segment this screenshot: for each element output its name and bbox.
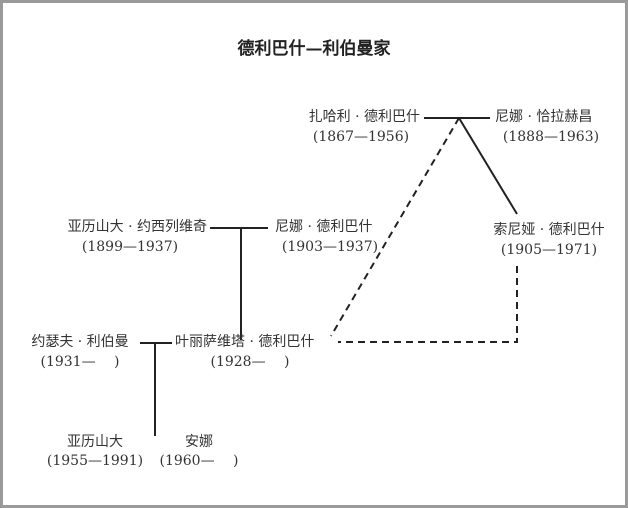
person-years-nina-chalahechang: (1888—1963) [502, 129, 600, 145]
diagram-title: 德利巴什—利伯曼家 [237, 39, 391, 59]
person-years-alexander-yosi: (1899—1937) [81, 239, 179, 255]
person-name-alexander: 亚历山大 [67, 434, 123, 450]
person-years-zahari: (1867—1956) [312, 129, 410, 145]
person-name-joseph: 约瑟夫 · 利伯曼 [31, 334, 129, 350]
person-name-anna: 安娜 [185, 434, 213, 450]
person-name-elisaveta: 叶丽萨维塔 · 德利巴什 [175, 334, 315, 350]
dashed-line-elisaveta-sonia [338, 266, 518, 343]
child-line-sonia [458, 117, 518, 215]
person-name-nina-delibash: 尼娜 · 德利巴什 [275, 219, 373, 235]
person-name-zahari: 扎哈利 · 德利巴什 [308, 109, 420, 125]
person-years-nina-delibash: (1903—1937) [281, 239, 379, 255]
person-years-anna: (1960— ) [159, 453, 239, 469]
person-years-elisaveta: (1928— ) [210, 354, 290, 370]
person-name-alexander-yosi: 亚历山大 · 约西列维奇 [67, 219, 207, 235]
person-years-sonia: (1905—1971) [500, 242, 598, 258]
person-name-sonia: 索尼娅 · 德利巴什 [493, 222, 605, 238]
dashed-line-elisaveta-zahari [330, 117, 460, 337]
person-name-nina-chalahechang: 尼娜 · 恰拉赫昌 [495, 109, 593, 125]
person-years-alexander: (1955—1991) [46, 453, 144, 469]
person-years-joseph: (1931— ) [40, 354, 120, 370]
